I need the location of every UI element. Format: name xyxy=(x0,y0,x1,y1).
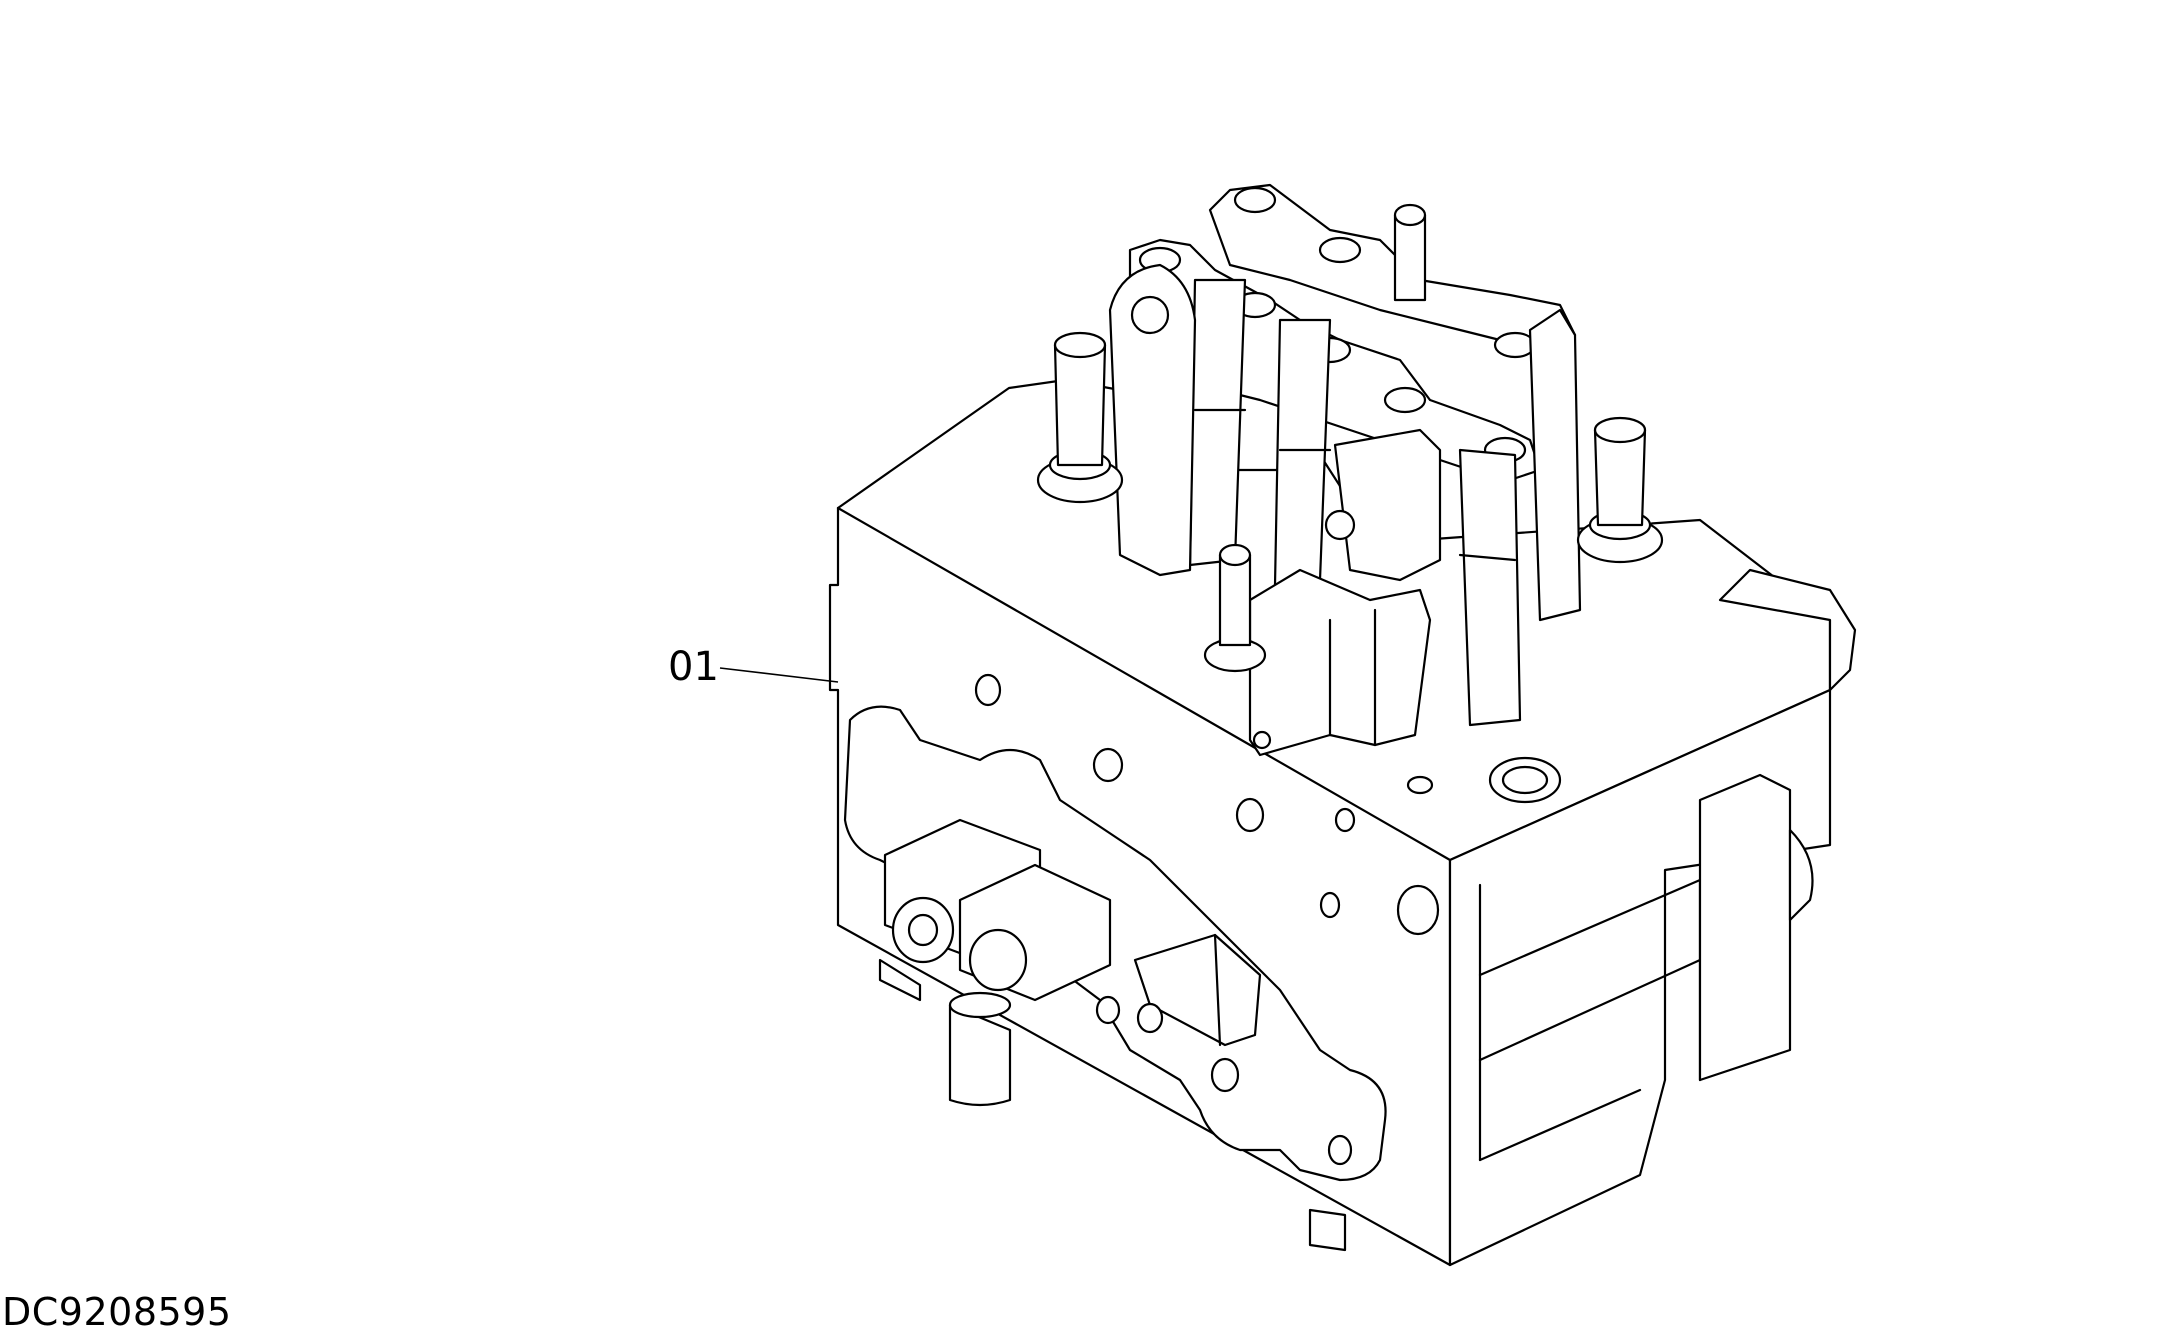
bottom-pins xyxy=(878,958,1347,1252)
leader-line xyxy=(719,667,839,683)
face-details xyxy=(843,673,1440,1182)
callout-label: 01 xyxy=(668,644,719,690)
callout-01: 01 xyxy=(668,644,839,690)
spool-stack xyxy=(1108,183,1582,757)
top-pins xyxy=(1036,203,1664,804)
drawing-code: DC9208595 xyxy=(2,1290,232,1334)
